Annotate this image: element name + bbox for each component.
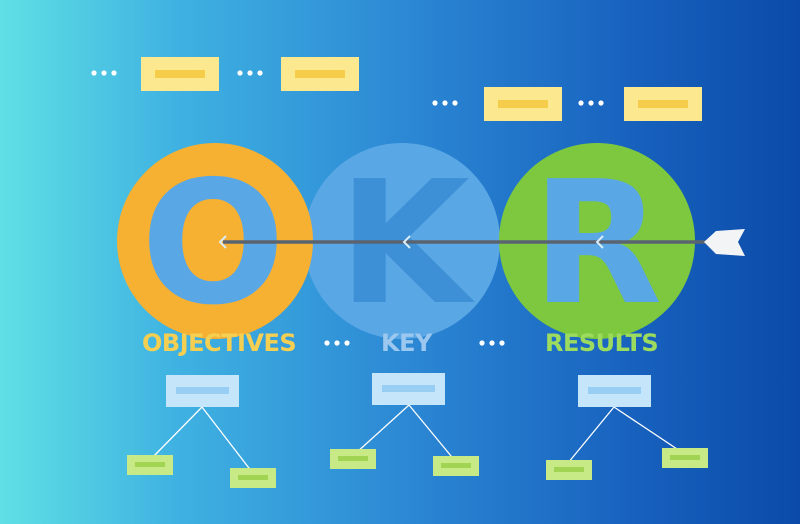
sticky-note-3 — [484, 87, 562, 121]
dots-top-left-2 — [237, 70, 263, 76]
tree-objectives — [127, 375, 276, 488]
sticky-note-2 — [281, 57, 359, 91]
dots-top-right-1 — [432, 100, 458, 106]
letter-o: O — [141, 145, 286, 343]
sticky-note-4 — [624, 87, 702, 121]
tree-key — [330, 373, 479, 476]
label-results: RESULTS — [545, 329, 659, 357]
dots-top-left-1 — [91, 70, 117, 76]
label-key: KEY — [381, 329, 432, 357]
label-objectives: OBJECTIVES — [142, 329, 297, 357]
letter-r: R — [532, 145, 663, 343]
dots-label-2 — [479, 340, 505, 346]
dots-label-1 — [324, 340, 350, 346]
arrow-icon — [218, 229, 745, 256]
dots-top-right-2 — [578, 100, 604, 106]
circle-objectives — [117, 143, 313, 339]
sticky-note-1 — [141, 57, 219, 91]
tree-results — [546, 375, 708, 480]
